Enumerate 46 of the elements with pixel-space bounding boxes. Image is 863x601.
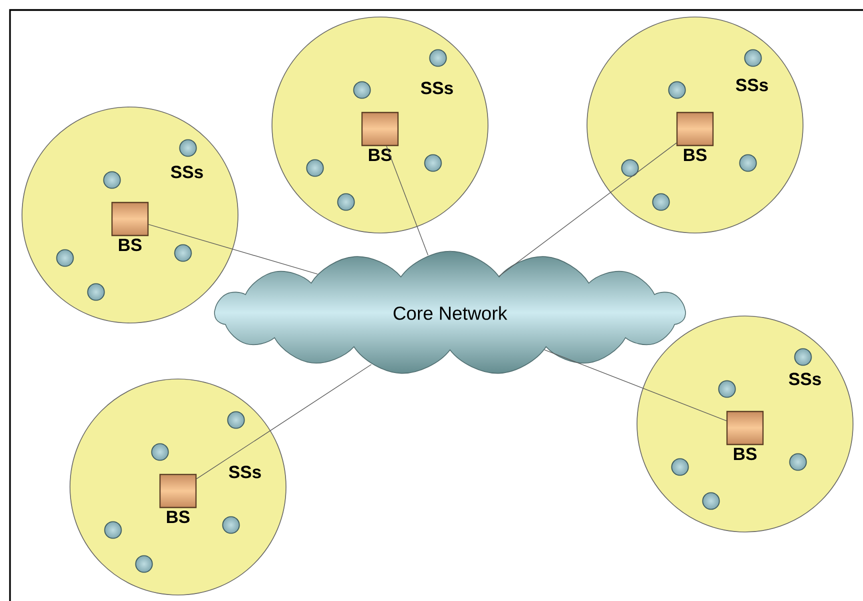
subscriber-station [668, 81, 686, 99]
base-station: BS [676, 112, 714, 162]
subscriber-station [306, 159, 324, 177]
link-line [386, 146, 428, 256]
station-label: SSs [788, 372, 821, 386]
subscriber-station [424, 154, 442, 172]
base-station: BS [111, 202, 149, 252]
subscriber-station [179, 139, 197, 157]
subscriber-station [652, 193, 670, 211]
subscriber-station [429, 49, 447, 67]
subscriber-station [222, 516, 240, 534]
link-line [544, 349, 727, 422]
subscriber-station [87, 283, 105, 301]
subscriber-station [702, 492, 720, 510]
subscriber-station [353, 81, 371, 99]
base-station: BS [159, 474, 197, 524]
station-label: SSs [736, 78, 768, 92]
station-label: SSs [170, 166, 203, 178]
node-label: BS [734, 448, 757, 460]
link-line [498, 142, 677, 276]
node-label: BS [166, 510, 190, 524]
subscriber-station [794, 348, 812, 366]
subscriber-station [789, 453, 807, 471]
subscriber-station [174, 244, 192, 262]
subscriber-station [718, 380, 736, 398]
subscriber-station [337, 193, 355, 211]
subscriber-station [744, 49, 762, 67]
base-station: BS [361, 112, 399, 162]
subscriber-station [739, 154, 757, 172]
cloud: Core Network [214, 250, 686, 374]
subscriber-station [103, 171, 121, 189]
subscriber-station [227, 411, 245, 429]
station-label: SSs [228, 466, 261, 478]
link-line [196, 364, 372, 480]
node-label: BS [684, 148, 707, 162]
subscriber-station [135, 555, 153, 573]
subscriber-station [56, 249, 74, 267]
base-station: BS [726, 410, 764, 460]
node-label: BS [368, 148, 392, 162]
subscriber-station [104, 521, 122, 539]
subscriber-station [151, 443, 169, 461]
subscriber-station [621, 159, 639, 177]
node-label: BS [118, 238, 142, 252]
link-line [148, 224, 318, 274]
subscriber-station [671, 458, 689, 476]
station-label: SSs [420, 82, 453, 94]
